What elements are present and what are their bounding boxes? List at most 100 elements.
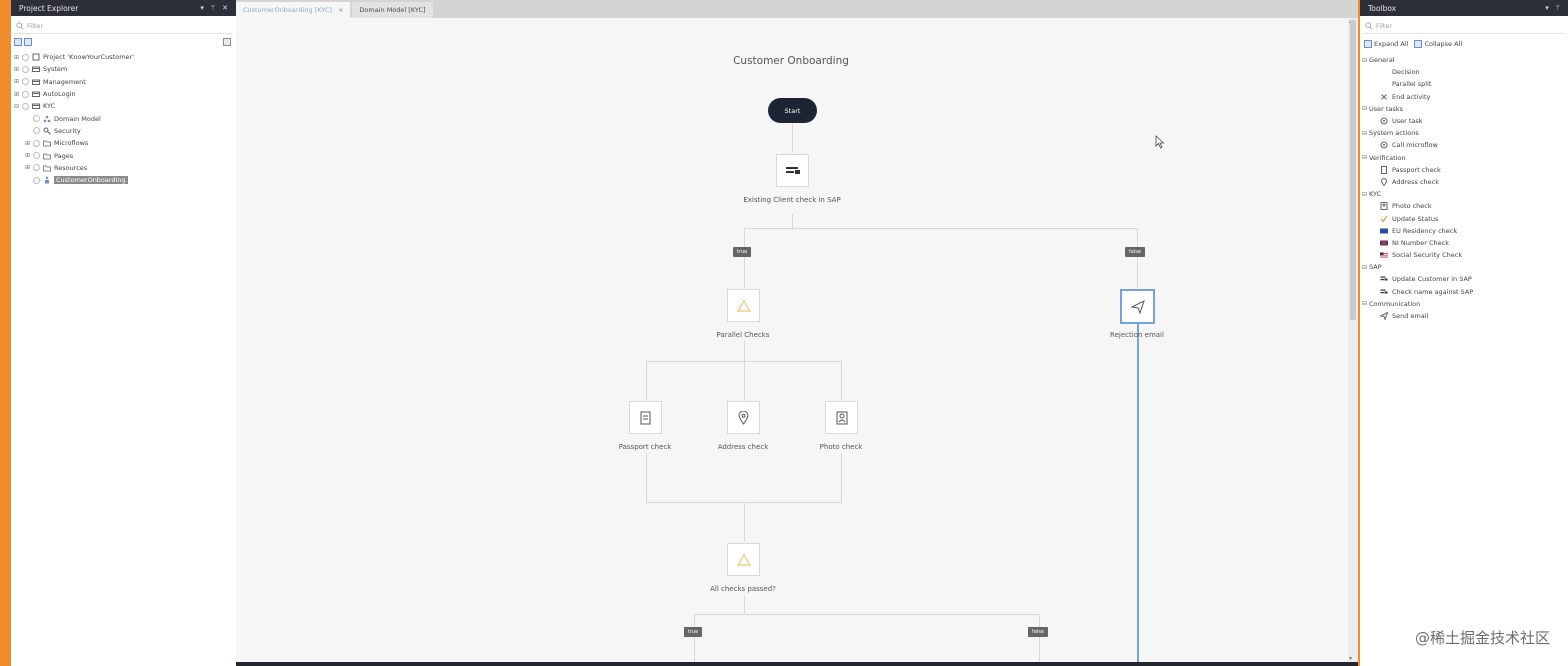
- toolbox-category[interactable]: ⊟Communication: [1360, 298, 1568, 310]
- tree-item[interactable]: ⊞System: [11, 63, 236, 75]
- search-icon: [1365, 22, 1373, 30]
- toolbox-item[interactable]: EU Residency check: [1360, 225, 1568, 237]
- toolbox-category[interactable]: ⊟System actions: [1360, 127, 1568, 139]
- expand-all-icon[interactable]: [14, 38, 22, 46]
- toolbox-item[interactable]: Check name against SAP: [1360, 286, 1568, 298]
- tab-domain-model[interactable]: Domain Model [KYC]: [352, 2, 433, 18]
- toolbox-item[interactable]: User task: [1360, 115, 1568, 127]
- toolbox-item[interactable]: NI Number Check: [1360, 237, 1568, 249]
- scrollbar-thumb[interactable]: [1350, 20, 1356, 320]
- toolbox-item[interactable]: Photo check: [1360, 200, 1568, 212]
- dropdown-icon[interactable]: ▾: [200, 4, 204, 12]
- parallel-checks-node[interactable]: [727, 289, 760, 322]
- toolbox-item[interactable]: Parallel split: [1360, 78, 1568, 90]
- canvas-vertical-scrollbar[interactable]: ▴ ▾: [1348, 18, 1358, 662]
- expand-all-button[interactable]: Expand All: [1364, 40, 1408, 48]
- expand-toggle-icon[interactable]: ⊞: [13, 78, 20, 86]
- item-status-icon: [22, 90, 29, 98]
- toolbox-item-label: Update Status: [1392, 214, 1439, 223]
- expand-toggle-icon[interactable]: ⊟: [13, 102, 20, 110]
- tree-item[interactable]: ⊞Resources: [11, 162, 236, 174]
- sap-icon: [1380, 288, 1388, 296]
- toolbox-item[interactable]: Update Customer in SAP: [1360, 273, 1568, 285]
- client-check-label: Existing Client check in SAP: [743, 196, 841, 204]
- module-icon: [32, 65, 40, 73]
- toolbox-title: Toolbox: [1368, 3, 1397, 13]
- pin-icon[interactable]: ᛘ: [1555, 4, 1560, 12]
- tree-item[interactable]: Domain Model: [11, 112, 236, 124]
- uk-flag-icon: [1380, 239, 1388, 247]
- tree-item-label: Domain Model: [54, 114, 101, 123]
- scroll-down-icon[interactable]: ▾: [1349, 655, 1353, 662]
- collapse-all-icon: [1414, 40, 1423, 48]
- toolbox-item[interactable]: Decision: [1360, 66, 1568, 78]
- address-check-node[interactable]: [727, 401, 760, 434]
- passport-check-node[interactable]: [629, 401, 662, 434]
- collapse-all-icon[interactable]: [24, 38, 32, 46]
- collapse-toggle-icon[interactable]: ⊟: [1362, 154, 1368, 162]
- collapse-toggle-icon[interactable]: ⊟: [1362, 105, 1368, 113]
- collapse-toggle-icon[interactable]: ⊟: [1362, 190, 1368, 198]
- explorer-filter-input[interactable]: Filter: [14, 19, 233, 34]
- photo-check-node[interactable]: [825, 401, 858, 434]
- tree-item-label: Security: [54, 126, 81, 135]
- expand-toggle-icon[interactable]: ⊞: [24, 164, 31, 172]
- item-status-icon: [33, 127, 40, 135]
- item-status-icon: [22, 53, 29, 61]
- toolbox-category[interactable]: ⊟SAP: [1360, 261, 1568, 273]
- client-check-node[interactable]: [776, 154, 809, 187]
- collapse-all-button[interactable]: Collapse All: [1414, 40, 1462, 48]
- collapse-toggle-icon[interactable]: ⊟: [1362, 263, 1368, 271]
- toolbox-actions: Expand All Collapse All: [1360, 37, 1568, 51]
- tab-customer-onboarding[interactable]: CustomerOnboarding [KYC] ×: [236, 2, 351, 18]
- tree-item[interactable]: CustomerOnboarding: [11, 174, 236, 186]
- expand-all-label: Expand All: [1374, 40, 1409, 48]
- close-icon[interactable]: ✕: [222, 4, 228, 12]
- collapse-toggle-icon[interactable]: ⊟: [1362, 56, 1368, 64]
- module-icon: [32, 102, 40, 110]
- start-node[interactable]: Start: [768, 98, 817, 123]
- toolbox-category[interactable]: ⊟KYC: [1360, 188, 1568, 200]
- tree-item[interactable]: ⊞AutoLogin: [11, 88, 236, 100]
- tree-item[interactable]: ⊞Pages: [11, 149, 236, 161]
- tree-item[interactable]: ⊟KYC: [11, 100, 236, 112]
- project-explorer-header: Project Explorer ▾ ᛘ ✕: [11, 0, 236, 16]
- decision-icon: [1380, 68, 1388, 76]
- dropdown-icon[interactable]: ▾: [1545, 4, 1549, 12]
- expand-toggle-icon[interactable]: ⊞: [13, 53, 20, 61]
- toolbox-item[interactable]: Call microflow: [1360, 139, 1568, 151]
- sync-icon[interactable]: [223, 38, 231, 46]
- item-status-icon: [22, 102, 29, 110]
- expand-toggle-icon[interactable]: ⊞: [13, 90, 20, 98]
- tree-item[interactable]: ⊞Microflows: [11, 137, 236, 149]
- toolbox-item[interactable]: Send email: [1360, 310, 1568, 322]
- workflow-canvas[interactable]: Customer Onboarding Start Existing: [236, 18, 1348, 662]
- expand-toggle-icon[interactable]: ⊞: [13, 65, 20, 73]
- toolbox-item-label: NI Number Check: [1392, 238, 1450, 247]
- tree-item[interactable]: Security: [11, 125, 236, 137]
- close-tab-icon[interactable]: ×: [337, 6, 344, 14]
- toolbox-category[interactable]: ⊟Verification: [1360, 152, 1568, 164]
- pin-icon[interactable]: ᛘ: [210, 4, 216, 12]
- toolbox-category[interactable]: ⊟User tasks: [1360, 103, 1568, 115]
- all-checks-passed-node[interactable]: [727, 543, 760, 576]
- item-status-icon: [22, 78, 29, 86]
- toolbox-item[interactable]: End activity: [1360, 91, 1568, 103]
- location-pin-icon: [1380, 177, 1388, 186]
- rejection-email-node[interactable]: [1120, 289, 1155, 324]
- toolbox-filter-input[interactable]: Filter: [1363, 19, 1565, 34]
- expand-toggle-icon[interactable]: ⊞: [24, 139, 31, 147]
- tree-item[interactable]: ⊞Management: [11, 76, 236, 88]
- expand-toggle-icon[interactable]: ⊞: [24, 152, 31, 160]
- toolbox-item-label: Update Customer in SAP: [1392, 275, 1472, 284]
- toolbox-item[interactable]: Social Security Check: [1360, 249, 1568, 261]
- collapse-toggle-icon[interactable]: ⊟: [1362, 129, 1368, 137]
- toolbox-item[interactable]: Passport check: [1360, 164, 1568, 176]
- item-status-icon: [33, 152, 40, 160]
- toolbox-item[interactable]: Update Status: [1360, 212, 1568, 224]
- toolbox-item[interactable]: Address check: [1360, 176, 1568, 188]
- tree-item[interactable]: ⊞Project 'KnowYourCustomer': [11, 51, 236, 63]
- toolbox-category[interactable]: ⊟General: [1360, 54, 1568, 66]
- user-task-icon: [1380, 117, 1388, 125]
- collapse-toggle-icon[interactable]: ⊟: [1362, 300, 1368, 308]
